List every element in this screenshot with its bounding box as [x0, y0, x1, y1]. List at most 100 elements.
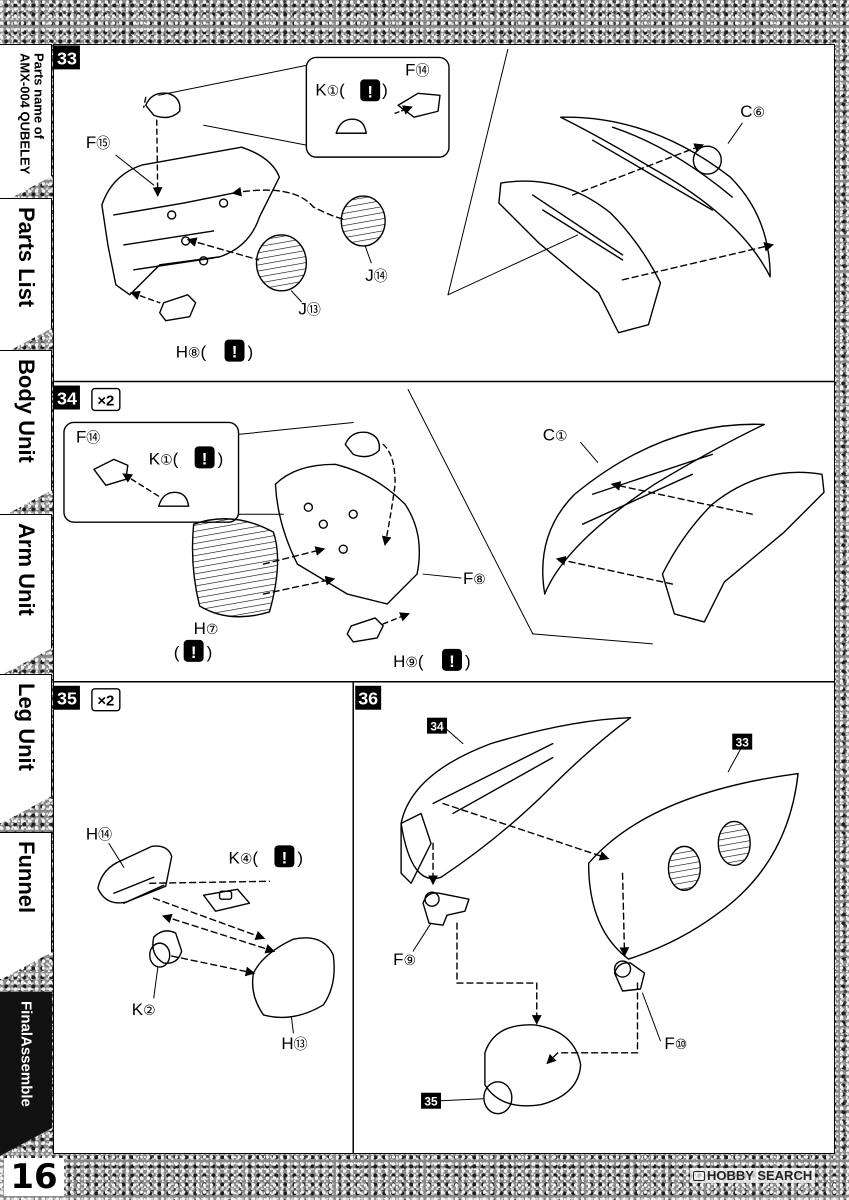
- step-number-box: [355, 685, 382, 710]
- sidebar-tab-label: Arm Unit: [13, 523, 39, 616]
- caution-icon: [183, 639, 204, 662]
- part-35-assembly: [484, 1024, 582, 1107]
- sidebar-tab-label: Funnel: [13, 841, 39, 914]
- inset-leader: [158, 64, 307, 96]
- inset-leader: [203, 124, 307, 146]
- part-h7: [191, 518, 279, 618]
- sidebar-tab-funnel: Funnel: [0, 832, 52, 980]
- part-f14: [93, 458, 129, 486]
- multiplier-box: [91, 688, 121, 712]
- step-number-box: [54, 385, 80, 410]
- part-j14: [340, 195, 386, 247]
- ref-box: [732, 733, 753, 750]
- label-h13: H⑬: [281, 1034, 307, 1053]
- part-k4: [202, 888, 251, 912]
- part-h9: [346, 617, 384, 643]
- step-35: 35 ×2 H⑭ K④( ! ) K② H⑬: [54, 685, 335, 1053]
- svg-text:): ): [248, 343, 254, 362]
- sidebar-tab-label: FinalAssemble: [17, 1001, 34, 1107]
- ref-box: [427, 717, 447, 734]
- step-33: 33 K①( ! ) F⑭ F⑮ J⑬ J⑭: [54, 45, 775, 362]
- part-shell-34: [400, 716, 632, 880]
- svg-text:!: !: [232, 343, 238, 362]
- page-number: 16: [4, 1158, 64, 1196]
- svg-text:35: 35: [424, 1095, 438, 1109]
- caution-icon: [194, 446, 215, 469]
- svg-text:): ): [465, 652, 471, 671]
- sidebar-tab-arm-unit: Arm Unit: [0, 514, 52, 676]
- watermark: HOBBY SEARCH: [690, 1168, 816, 1183]
- svg-text:!: !: [202, 449, 208, 468]
- part-c6: [560, 116, 771, 278]
- part-shell-33: [587, 772, 799, 960]
- instruction-page: 33 K①( ! ) F⑭ F⑮ J⑬ J⑭: [53, 44, 835, 1154]
- sidebar-tab-parts-list: Parts List: [0, 198, 52, 356]
- svg-text:×2: ×2: [97, 392, 114, 409]
- caution-icon: [442, 648, 462, 671]
- step-number-box: [54, 45, 80, 70]
- step-number: 33: [57, 48, 77, 68]
- label-h8: H⑧(: [176, 343, 207, 362]
- part-f14-clip: [145, 92, 181, 119]
- detail-inset: [63, 421, 240, 523]
- svg-text:34: 34: [57, 388, 77, 408]
- sidebar-tab-body-unit: Body Unit: [0, 350, 52, 518]
- part-h14: [97, 845, 173, 904]
- label-k1: K①(: [315, 80, 345, 99]
- multiplier-box: [91, 387, 121, 412]
- label-j13: J⑬: [298, 300, 320, 319]
- part-inner-frame: [661, 471, 825, 623]
- sidebar-tab-label: Parts List: [13, 207, 39, 308]
- sidebar-tab-leg-unit: Leg Unit: [0, 674, 52, 824]
- svg-text:(: (: [174, 643, 180, 662]
- sidebar-tab-label: Body Unit: [13, 359, 39, 463]
- part-f9: [422, 892, 470, 926]
- label-k4: K④(: [229, 848, 259, 867]
- sidebar-tab-parts-name: Parts name of AMX-004 QUBELEY: [0, 44, 52, 204]
- part-f10: [613, 962, 646, 992]
- part-k2: [152, 930, 183, 965]
- step-number-box: [54, 685, 80, 710]
- svg-text:33: 33: [736, 736, 750, 750]
- label-c6: C⑥: [740, 102, 765, 121]
- sidebar-tab-final-assemble: FinalAssemble: [0, 992, 52, 1156]
- part-inner-frame: [498, 180, 662, 334]
- part-k1: [158, 491, 190, 507]
- label-j14: J⑭: [365, 266, 387, 285]
- label-f15: F⑮: [86, 133, 110, 152]
- part-j13: [255, 234, 308, 292]
- sidebar-tab-label: Leg Unit: [13, 683, 39, 771]
- svg-text:34: 34: [430, 720, 444, 734]
- label-c1: C①: [543, 425, 568, 444]
- svg-text:!: !: [367, 82, 373, 101]
- camera-icon: [693, 1171, 705, 1181]
- label-h7: H⑦: [194, 619, 219, 638]
- svg-text:!: !: [282, 848, 288, 867]
- label-f9: F⑨: [393, 950, 416, 969]
- label-f10: F⑩: [664, 1034, 687, 1053]
- part-f14-clip: [344, 431, 381, 458]
- step-34: 34 ×2 F⑭ K①( ! ) F⑧ H⑦ ( ! ) H⑨(: [54, 385, 825, 671]
- ref-box: [421, 1092, 442, 1109]
- label-k1: K①(: [149, 449, 179, 468]
- svg-text:): ): [207, 643, 213, 662]
- part-body-shell: [274, 463, 420, 605]
- part-c1: [542, 423, 765, 595]
- svg-text:!: !: [191, 643, 197, 662]
- watermark-text: HOBBY SEARCH: [707, 1168, 813, 1183]
- label-f14: F⑭: [405, 60, 429, 79]
- step-36: 36 34 33 F⑨ F⑩ 35: [355, 685, 799, 1115]
- sidebar-tab-label: Parts name of AMX-004 QUBELEY: [17, 53, 47, 175]
- label-f8: F⑧: [463, 569, 486, 588]
- svg-text:36: 36: [358, 689, 378, 709]
- svg-text:35: 35: [57, 689, 77, 709]
- caution-icon: [224, 339, 245, 362]
- label-h9: H⑨(: [393, 652, 424, 671]
- part-body-shell: [101, 146, 281, 296]
- part-h8: [159, 294, 197, 322]
- svg-text:!: !: [449, 652, 455, 671]
- part-f14: [397, 92, 441, 118]
- label-h14: H⑭: [86, 824, 112, 843]
- svg-text:): ): [218, 449, 224, 468]
- label-k2: K②: [132, 1000, 156, 1019]
